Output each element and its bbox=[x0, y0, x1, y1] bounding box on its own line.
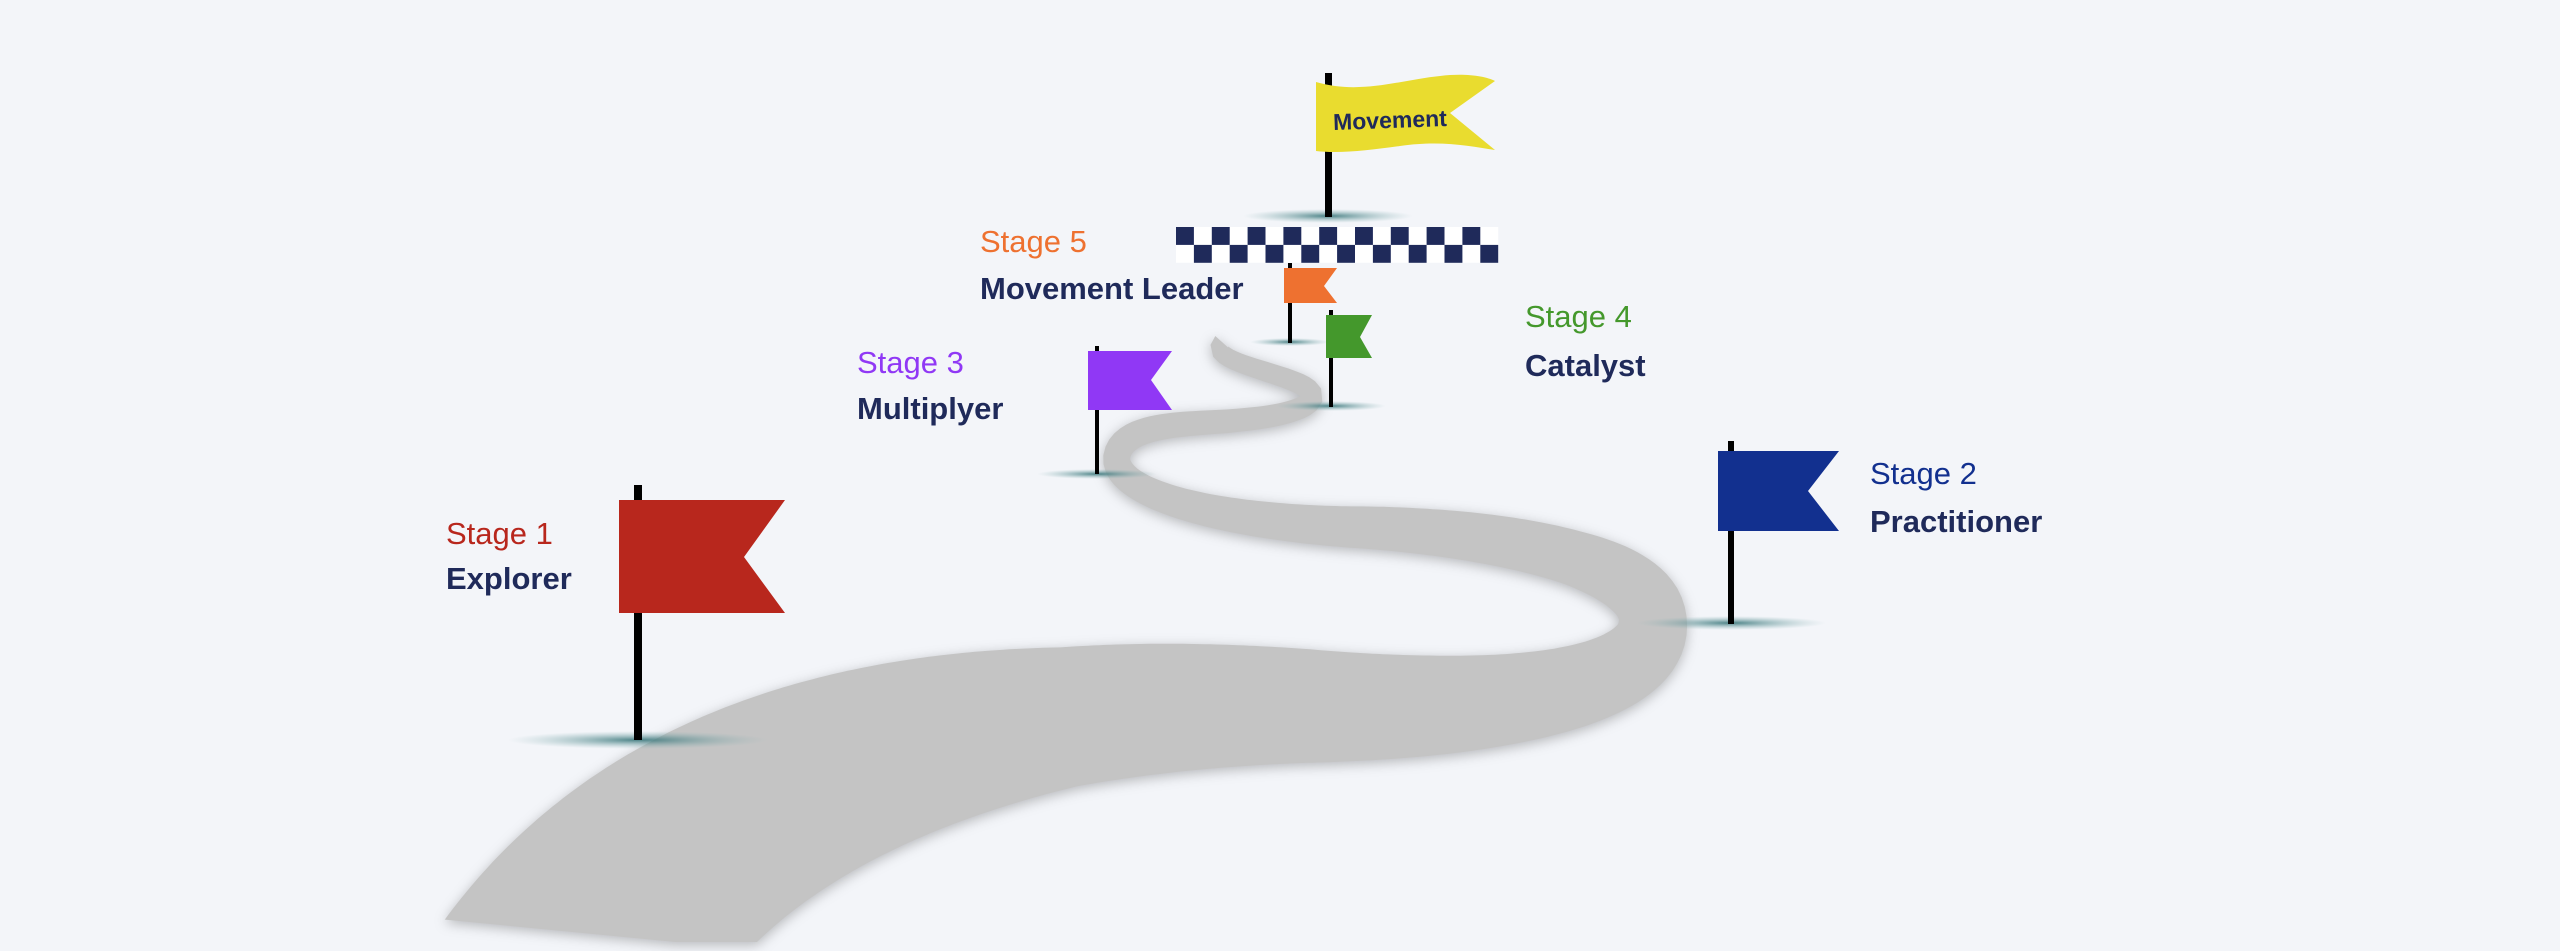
checker-square bbox=[1283, 227, 1302, 245]
checker-square bbox=[1337, 244, 1355, 263]
checker-square bbox=[1480, 244, 1499, 263]
checker-square bbox=[1444, 244, 1463, 263]
stage-5-name: Movement Leader bbox=[980, 271, 1244, 306]
stage-3-name: Multiplyer bbox=[857, 391, 1004, 426]
checker-square bbox=[1265, 244, 1284, 263]
stage-2-number: Stage 2 bbox=[1870, 456, 1977, 491]
stage-2-flag-icon bbox=[1718, 441, 1839, 624]
checker-square bbox=[1211, 227, 1230, 245]
stage-5-label: Stage 5 Movement Leader bbox=[980, 224, 1244, 307]
stage-2-name: Practitioner bbox=[1870, 504, 2043, 539]
checker-square bbox=[1193, 244, 1212, 263]
checker-square bbox=[1462, 227, 1481, 245]
stage-1-name: Explorer bbox=[446, 561, 572, 596]
stage-1-number: Stage 1 bbox=[446, 516, 553, 551]
stage-5-flag-icon bbox=[1284, 263, 1337, 343]
stage-4-name: Catalyst bbox=[1525, 348, 1646, 383]
stage-2-label: Stage 2 Practitioner bbox=[1870, 456, 2042, 540]
stage-4-flag-icon bbox=[1326, 310, 1372, 407]
winding-road bbox=[444, 336, 1688, 942]
checker-square bbox=[1247, 227, 1266, 245]
movement-flag-icon: Movement bbox=[1316, 73, 1495, 217]
checker-square bbox=[1301, 244, 1320, 263]
stage-4-label: Stage 4 Catalyst bbox=[1525, 299, 1646, 384]
movement-flag-label: Movement bbox=[1333, 105, 1448, 135]
checker-square bbox=[1426, 227, 1445, 245]
stage-3-label: Stage 3 Multiplyer bbox=[857, 345, 1003, 427]
checker-square bbox=[1408, 244, 1427, 263]
stage-1-flag-icon bbox=[619, 485, 785, 740]
checker-square bbox=[1390, 227, 1409, 245]
checker-square bbox=[1229, 244, 1248, 263]
checker-square bbox=[1355, 227, 1373, 245]
checker-square bbox=[1372, 244, 1391, 263]
stage-3-number: Stage 3 bbox=[857, 345, 964, 380]
finish-line-checkered bbox=[1176, 227, 1499, 263]
stage-5-number: Stage 5 bbox=[980, 224, 1087, 259]
stage-3-flag-icon bbox=[1088, 346, 1172, 474]
checker-square bbox=[1176, 227, 1194, 245]
stage-4-number: Stage 4 bbox=[1525, 299, 1632, 334]
checker-square bbox=[1319, 227, 1338, 245]
stage-1-label: Stage 1 Explorer bbox=[446, 516, 572, 597]
